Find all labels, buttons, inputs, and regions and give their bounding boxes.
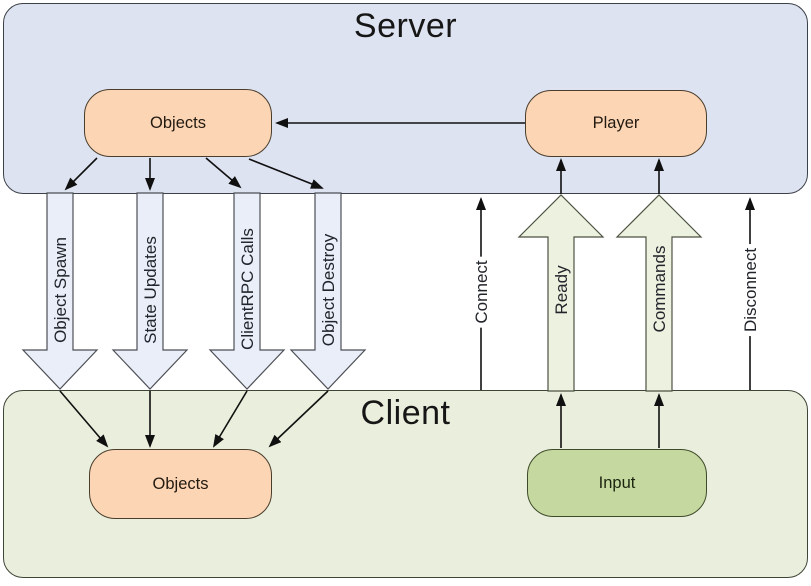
connector-objects-to-object-destroy [248,158,324,189]
client-objects-label: Objects [152,474,209,493]
client-title: Client [360,394,451,432]
server-objects-label: Objects [150,113,206,132]
client-objects-node: Objects [89,449,272,519]
block-arrow-object-destroy [289,192,367,390]
label-ready: Ready [552,265,571,315]
label-clientrpc-calls: ClientRPC Calls [238,228,257,350]
label-object-spawn: Object Spawn [51,237,70,343]
block-arrow-object-spawn [21,192,99,390]
block-arrow-commands [615,194,703,392]
label-commands: Commands [650,245,669,333]
server-objects-node: Objects [84,89,272,157]
block-arrow-clientrpc-calls [208,192,286,390]
connector-objects-to-object-spawn [64,157,98,191]
label-connect: Connect [472,256,492,328]
connector-clientrpc-calls-to-objects [212,390,248,448]
connector-object-destroy-to-objects [268,390,329,448]
server-player-label: Player [592,114,640,132]
client-input-node: Input [527,449,707,517]
connector-objects-to-clientrpc-calls [205,157,242,189]
label-object-destroy: Object Destroy [319,233,338,347]
block-arrow-ready [517,194,605,392]
server-player-node: Player [525,90,707,157]
client-input-label: Input [598,473,636,492]
label-state-updates: State Updates [141,236,160,344]
connector-object-spawn-to-objects [59,390,109,448]
label-disconnect: Disconnect [741,243,761,337]
server-title: Server [353,7,458,45]
block-arrow-state-updates [111,192,189,390]
